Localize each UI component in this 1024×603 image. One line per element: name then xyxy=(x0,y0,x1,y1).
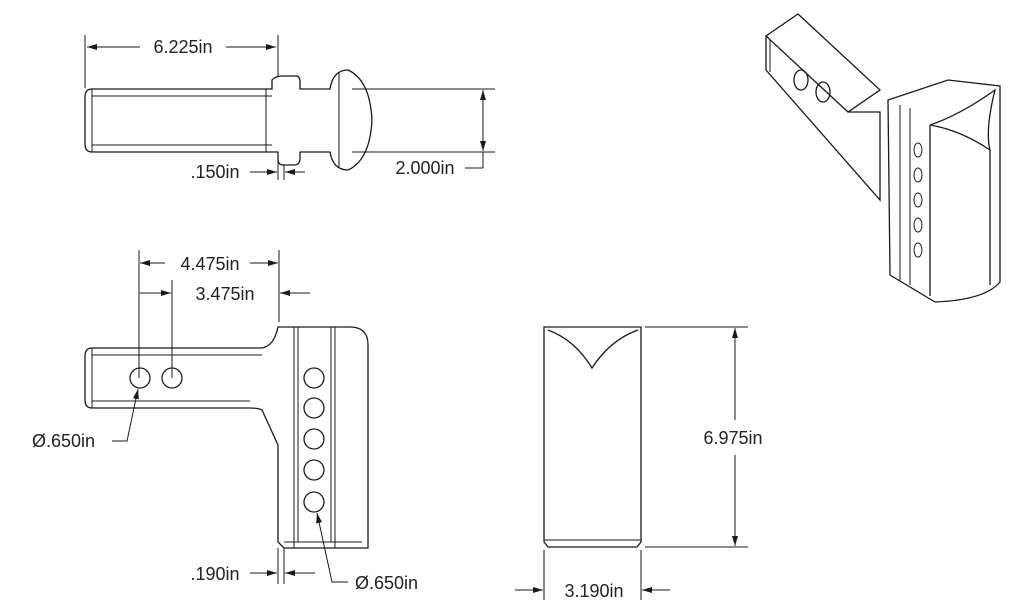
shank-receiver-outline xyxy=(84,326,369,549)
dimension-head-height: 2.000in xyxy=(395,158,454,178)
shank-hole-diameter: Ø.650in xyxy=(32,431,95,451)
end-view: 6.975in 3.190in xyxy=(515,326,763,601)
receiver-hole xyxy=(303,397,325,419)
top-view: 6.225in .150in 2.000in xyxy=(84,35,495,182)
receiver-hole xyxy=(303,367,325,389)
dimension-height: 6.975in xyxy=(703,428,762,448)
dimension-flange: .150in xyxy=(190,162,239,182)
receiver-hole xyxy=(303,428,325,450)
shank-hole xyxy=(129,367,151,389)
dimension-inner-hole: 3.475in xyxy=(195,284,254,304)
receiver-end-outline xyxy=(543,326,642,548)
isometric-view xyxy=(764,13,1001,303)
dimension-length: 6.225in xyxy=(153,37,212,57)
hitch-pin-top-outline xyxy=(84,69,373,171)
side-view: 4.475in 3.475in Ø.650in .190in Ø.650in xyxy=(32,250,418,593)
receiver-hole xyxy=(303,491,325,513)
dimension-width: 3.190in xyxy=(564,581,623,601)
receiver-hole-diameter: Ø.650in xyxy=(355,573,418,593)
dimension-outer-hole: 4.475in xyxy=(180,254,239,274)
receiver-hole xyxy=(303,459,325,481)
dimension-lip: .190in xyxy=(190,564,239,584)
